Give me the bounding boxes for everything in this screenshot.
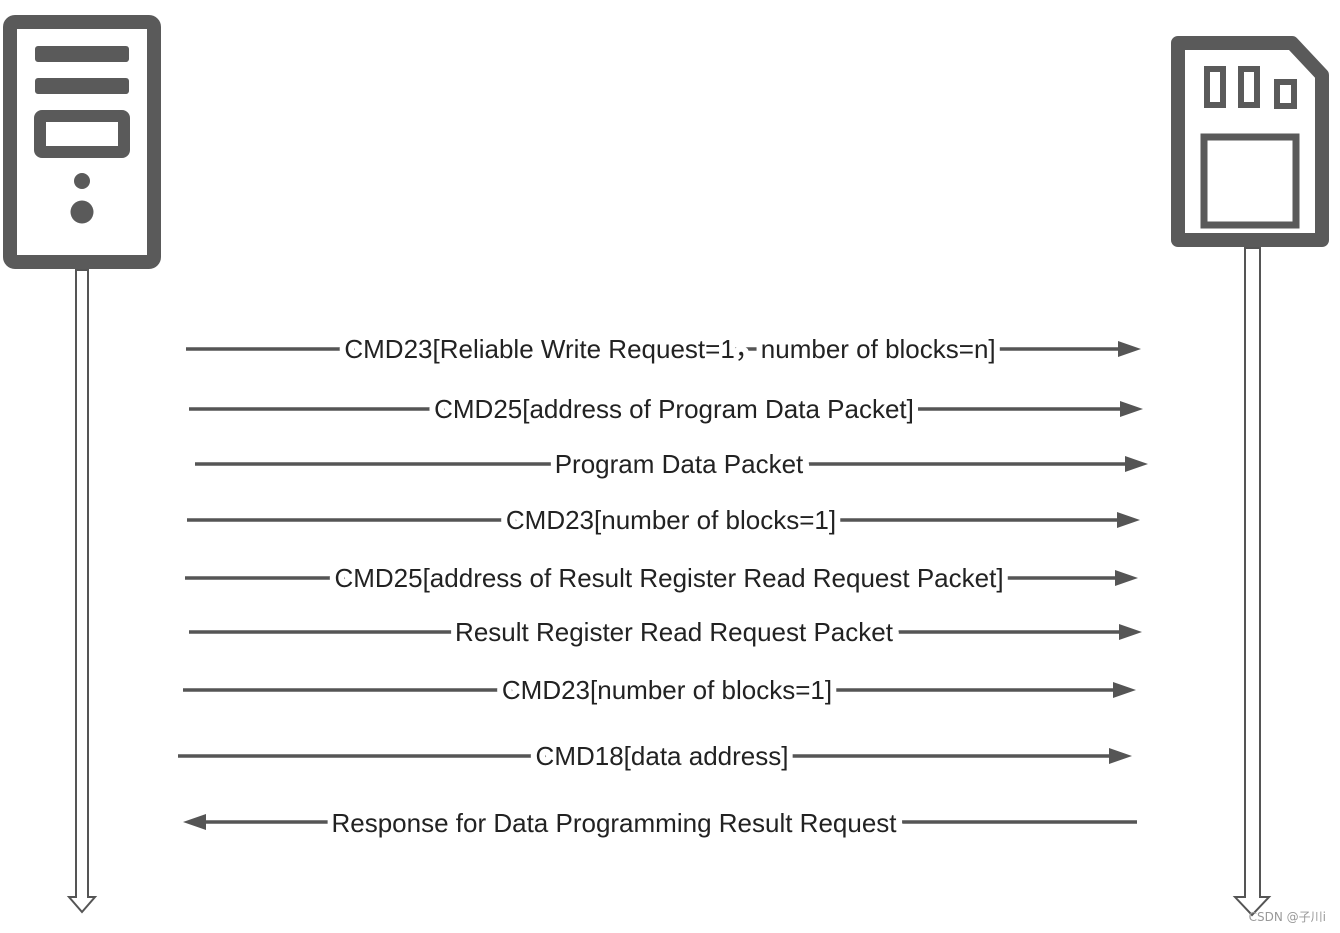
message-label: Response for Data Programming Result Req… (331, 808, 897, 838)
sd-card-icon (1171, 36, 1329, 247)
message-arrow: CMD25[address of Result Register Read Re… (185, 557, 1138, 599)
message-arrow: CMD23[Reliable Write Request=1，number of… (186, 328, 1141, 370)
server-icon (3, 15, 161, 269)
message-arrow: CMD23[number of blocks=1] (183, 669, 1136, 711)
message-arrow: Result Register Read Request Packet (189, 611, 1142, 653)
message-label: CMD23[Reliable Write Request=1，number of… (344, 334, 995, 364)
message-label: CMD25[address of Program Data Packet] (434, 394, 914, 424)
host-lifeline (66, 269, 98, 914)
message-arrow: Response for Data Programming Result Req… (183, 802, 1137, 844)
message-arrow: CMD23[number of blocks=1] (187, 499, 1140, 541)
message-label: CMD25[address of Result Register Read Re… (334, 563, 1003, 593)
message-label: CMD23[number of blocks=1] (506, 505, 836, 535)
message-arrow: CMD25[address of Program Data Packet] (189, 388, 1143, 430)
message-arrow: Program Data Packet (195, 443, 1148, 485)
watermark: CSDN @子川i (1249, 910, 1326, 924)
message-label: CMD23[number of blocks=1] (502, 675, 832, 705)
message-arrow: CMD18[data address] (178, 735, 1132, 777)
message-label: CMD18[data address] (536, 741, 789, 771)
card-lifeline (1232, 247, 1272, 917)
message-label: Program Data Packet (555, 449, 804, 479)
message-label: Result Register Read Request Packet (455, 617, 894, 647)
